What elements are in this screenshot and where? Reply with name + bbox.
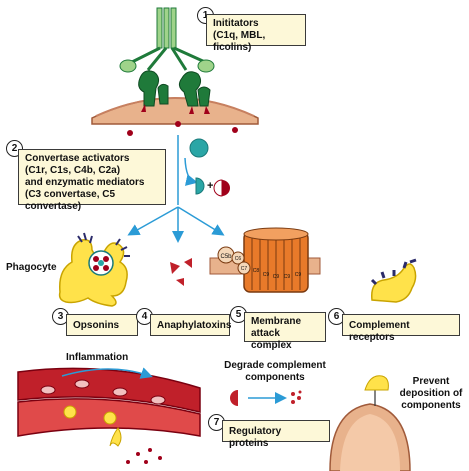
degrade-line1: Degrade complement: [224, 360, 326, 371]
inflamed-blood-vessel: [17, 367, 201, 464]
initiators-examples: (C1q, MBL, ficolins): [213, 30, 266, 53]
initiators-label: Inititators (C1q, MBL, ficolins): [206, 14, 306, 53]
complement-receptor-cell: [370, 258, 417, 303]
branching-arrows: [127, 206, 225, 243]
degradation-illustration: [230, 390, 302, 406]
membrane-attack-line2: attack complex: [251, 328, 292, 351]
opsonins-label: Opsonins: [66, 314, 138, 336]
mac-pore: [243, 227, 309, 293]
step-4-number: 4: [136, 308, 153, 325]
membrane-attack-complex: C5b C6 C7 C8 C9 C9 C9 C9: [209, 227, 321, 293]
membrane-attack-line1: Membrane: [251, 316, 302, 327]
mac-label-c9-d: C9: [295, 272, 302, 278]
prevent-line3: components: [401, 400, 461, 411]
mac-label-c9-c: C9: [284, 274, 291, 280]
mac-label-c8: C8: [253, 268, 260, 274]
c3-cleavage: +: [184, 138, 230, 197]
step-5-number: 5: [230, 306, 247, 323]
c1q-initiator-molecule: [119, 7, 215, 114]
convertase-label: Convertase activators (C1r, C1s, C4b, C2…: [18, 149, 166, 212]
mac-label-c9-a: C9: [263, 272, 270, 278]
prevent-deposition-label: Prevent deposition of components: [394, 376, 468, 412]
anaphylatoxin-fragments: [170, 258, 192, 286]
membrane-attack-label: Membrane attack complex: [244, 312, 326, 351]
protected-host-cell: [329, 375, 411, 471]
prevent-line1: Prevent: [412, 376, 450, 387]
mac-label-c7: C7: [241, 266, 248, 272]
target-cell-surface: [91, 97, 259, 125]
convertase-line4: (C3 convertase, C5 convertase): [25, 189, 116, 212]
inflammation-label: Inflammation: [66, 352, 129, 363]
anaphylatoxins-label: Anaphylatoxins: [150, 314, 231, 336]
degrade-label: Degrade complement components: [216, 360, 334, 384]
degrade-line2: components: [245, 372, 305, 383]
regulatory-proteins-label: Regulatory proteins: [222, 420, 330, 449]
mac-label-c9-b: C9: [273, 274, 280, 280]
convertase-line1: Convertase activators: [25, 153, 130, 164]
fragment-dots: [127, 121, 238, 136]
initiators-title: Inititators: [213, 18, 259, 29]
complement-receptors-label: Complement receptors: [342, 314, 460, 343]
convertase-line2: (C1r, C1s, C4b, C2a): [25, 165, 121, 176]
phagocyte-label: Phagocyte: [6, 262, 57, 273]
svg-text:+: +: [207, 180, 213, 192]
mac-label-c5b: C5b: [220, 254, 232, 260]
prevent-line2: deposition of: [399, 388, 463, 399]
phagocyte-cell: [58, 232, 130, 307]
mac-label-c6: C6: [235, 256, 242, 262]
convertase-line3: and enzymatic mediators: [25, 177, 145, 188]
